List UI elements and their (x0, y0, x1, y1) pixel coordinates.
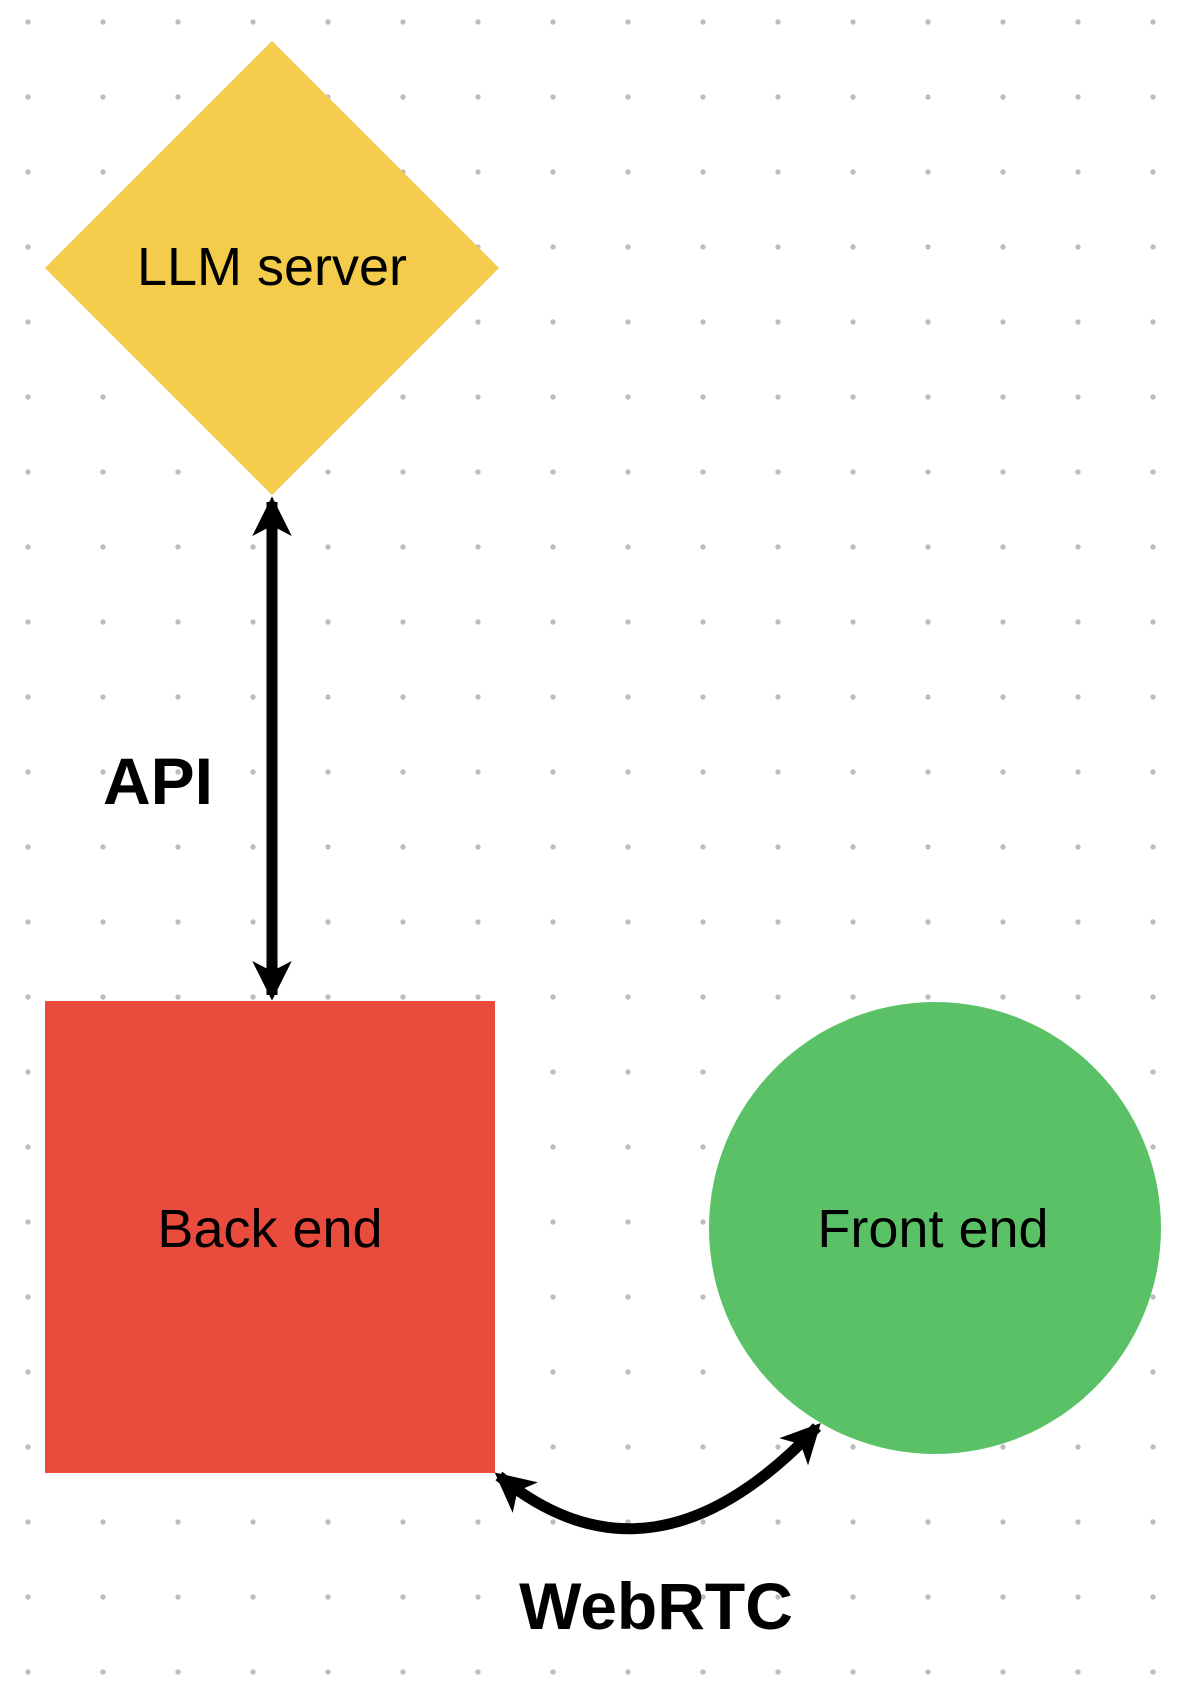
webrtc-arrow[interactable] (494, 1422, 822, 1535)
edge-webrtc[interactable]: WebRTC (494, 1422, 822, 1643)
edge-label-webrtc[interactable]: WebRTC (519, 1569, 793, 1643)
diamond-shape[interactable] (45, 41, 499, 495)
circle-shape[interactable] (709, 1002, 1161, 1454)
node-llm-server[interactable]: LLM server (45, 41, 499, 495)
node-label-back-end: Back end (157, 1199, 382, 1259)
node-label-front-end: Front end (817, 1199, 1048, 1259)
node-back-end[interactable]: Back end (45, 1001, 495, 1473)
node-front-end[interactable]: Front end (709, 1002, 1161, 1454)
square-shape[interactable] (45, 1001, 495, 1473)
edge-api[interactable]: API (103, 496, 292, 1001)
node-label-llm-server: LLM server (137, 237, 407, 297)
edge-label-api[interactable]: API (103, 744, 213, 818)
